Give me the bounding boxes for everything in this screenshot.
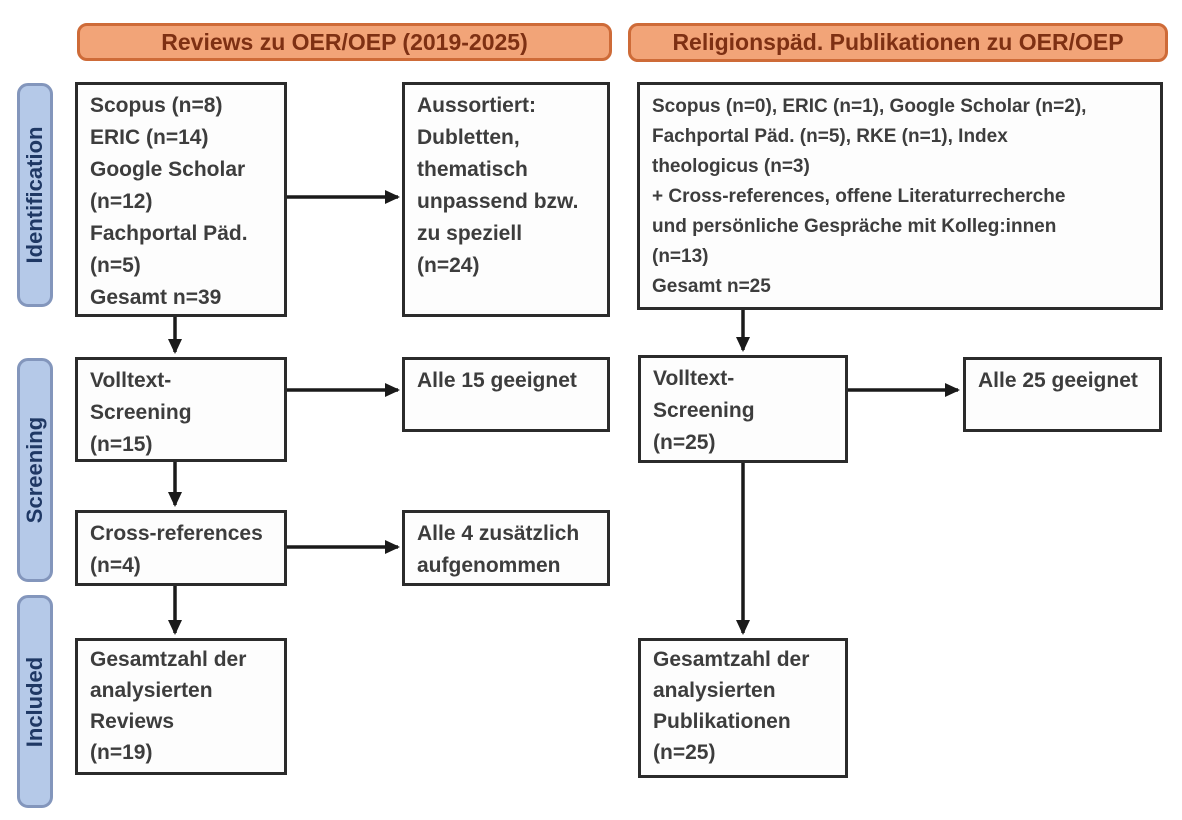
- stage-bar-included: Included: [17, 595, 53, 808]
- box-left-aussortiert: Aussortiert: Dubletten, thematisch unpas…: [402, 82, 610, 317]
- stage-label-identification: Identification: [22, 126, 47, 264]
- box-right-volltext-screening: Volltext- Screening (n=25): [638, 355, 848, 463]
- box-left-gesamtzahl: Gesamtzahl der analysierten Reviews (n=1…: [75, 638, 287, 775]
- stage-bar-screening: Screening: [17, 358, 53, 582]
- box-left-identification-sources: Scopus (n=8) ERIC (n=14) Google Scholar …: [75, 82, 287, 317]
- column-header-religionspaed: Religionspäd. Publikationen zu OER/OEP: [628, 23, 1168, 62]
- box-left-alle-zusaetzlich: Alle 4 zusätzlich aufgenommen: [402, 510, 610, 586]
- box-right-gesamtzahl: Gesamtzahl der analysierten Publikatione…: [638, 638, 848, 778]
- stage-label-included: Included: [22, 656, 47, 747]
- box-left-volltext-screening: Volltext- Screening (n=15): [75, 357, 287, 462]
- box-left-alle-geeignet: Alle 15 geeignet: [402, 357, 610, 432]
- box-left-cross-references: Cross-references (n=4): [75, 510, 287, 586]
- stage-bar-identification: Identification: [17, 83, 53, 307]
- box-right-identification-sources: Scopus (n=0), ERIC (n=1), Google Scholar…: [637, 82, 1163, 310]
- box-right-alle-geeignet: Alle 25 geeignet: [963, 357, 1162, 432]
- column-header-reviews: Reviews zu OER/OEP (2019-2025): [77, 23, 612, 61]
- stage-label-screening: Screening: [22, 416, 47, 524]
